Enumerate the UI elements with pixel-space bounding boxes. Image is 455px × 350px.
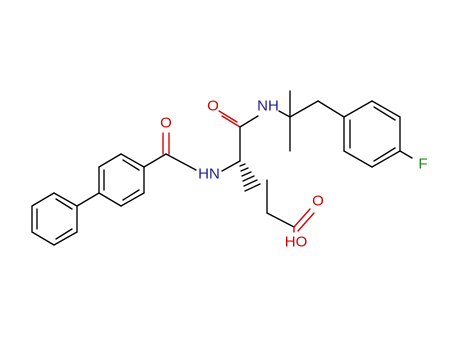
fluorophenyl-ring — [343, 100, 401, 168]
acid-hydroxyl-label: HO — [285, 234, 308, 251]
quaternary-to-ch2-bond — [289, 100, 319, 118]
nh-to-alpha-bond — [221, 160, 241, 172]
biphenyl-link-bond — [76, 192, 100, 207]
ring-to-carbonyl-bond — [143, 153, 167, 168]
amide-carbonyl-right — [218, 110, 241, 128]
amide-carbonyl-left — [162, 132, 170, 155]
amide-oxygen-right-label: O — [207, 98, 219, 115]
fluorine-label: F — [418, 156, 427, 173]
stereo-hash-bond — [239, 163, 261, 192]
acid-carbonyl — [293, 208, 315, 232]
ch2-to-ring-bond — [317, 100, 345, 118]
ring-to-fluorine-bond — [399, 150, 413, 159]
carbonyl-to-nh-bond — [165, 153, 197, 171]
amide-oxygen-left-label: O — [160, 115, 172, 132]
side-chain-bond-2 — [266, 212, 295, 228]
phenyl-ring-middle — [98, 153, 145, 207]
phenyl-ring-left — [31, 192, 78, 246]
amide-nh-left-label: HN — [198, 166, 220, 183]
carbonyl-to-nh-right-bond — [239, 115, 259, 128]
acid-carbonyl-oxygen-label: O — [312, 193, 324, 210]
nh-to-quaternary-bond — [278, 110, 291, 118]
amide-nh-right-label: NH — [257, 98, 279, 115]
